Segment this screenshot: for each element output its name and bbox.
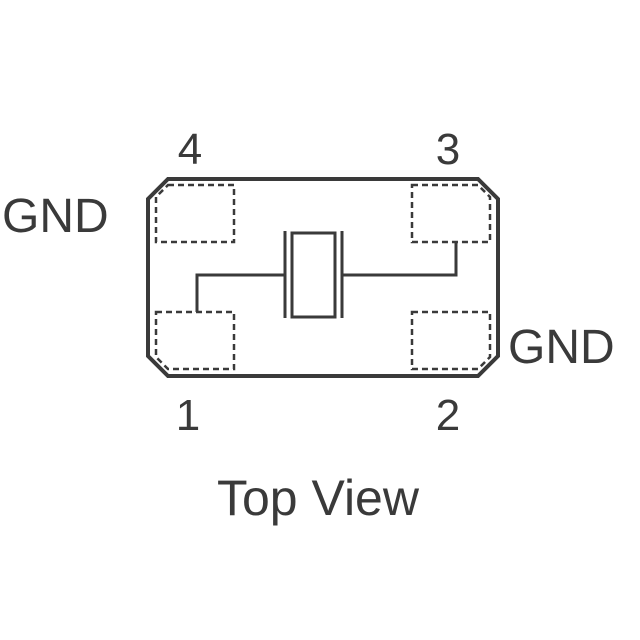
pin-3-label: 3 (436, 125, 460, 174)
wire-to-pad-1 (195, 273, 285, 312)
pin-2-label: 2 (436, 391, 460, 440)
caption: Top View (217, 470, 420, 526)
pad-4 (154, 183, 236, 244)
crystal-symbol-icon (283, 231, 344, 319)
pin-1-label: 1 (176, 391, 200, 440)
pad-3 (410, 183, 492, 244)
pin-4-label: 4 (178, 125, 202, 174)
pad-2 (410, 310, 492, 371)
gnd-right-label: GND (508, 321, 615, 374)
pad-1 (154, 310, 236, 371)
gnd-left-label: GND (2, 190, 109, 243)
wire-to-pad-3 (342, 242, 458, 277)
package-outline (146, 177, 500, 378)
